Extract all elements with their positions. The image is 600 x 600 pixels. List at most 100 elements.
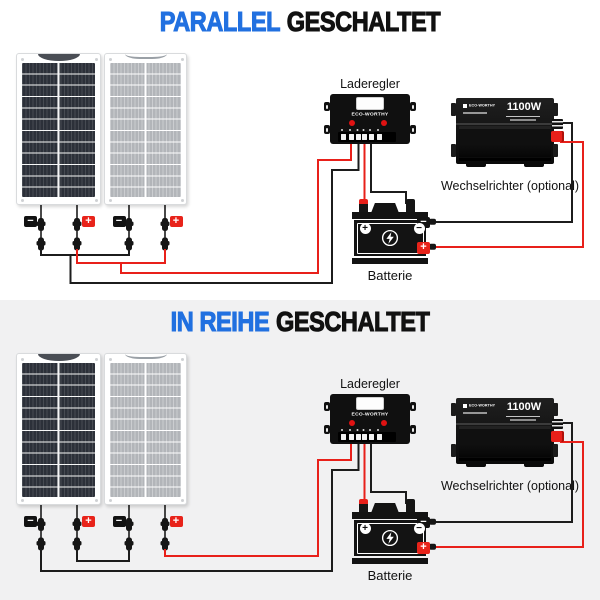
inverter-foot bbox=[524, 463, 544, 467]
mc4-cable-4 bbox=[160, 204, 170, 251]
battery-label: Batterie bbox=[367, 268, 413, 283]
wire-plus-to-controller bbox=[120, 143, 352, 274]
lightning-bolt-icon bbox=[381, 529, 399, 547]
battery: + − bbox=[352, 199, 428, 264]
inverter-power: 1100W bbox=[506, 101, 542, 113]
lightning-bolt-icon bbox=[381, 229, 399, 247]
panel1-plus-badge: + bbox=[82, 515, 95, 527]
battery-out-plus-badge: + bbox=[417, 242, 430, 254]
terminal-screws bbox=[341, 428, 343, 431]
mount-flange bbox=[553, 144, 558, 157]
wire-minus-bus bbox=[40, 249, 130, 256]
mc4-cable-1 bbox=[36, 504, 46, 551]
panel-corner-screws bbox=[21, 58, 24, 61]
mount-ear bbox=[324, 102, 330, 111]
battery-body: + − bbox=[354, 520, 426, 556]
fine-print bbox=[463, 112, 487, 114]
inverter-ridge bbox=[456, 123, 554, 125]
battery-post-minus bbox=[406, 199, 415, 215]
controller-display bbox=[356, 97, 384, 110]
mc4-cable-1 bbox=[36, 204, 46, 251]
inverter-ridge bbox=[456, 423, 554, 425]
wire-battery-inverter-minus bbox=[436, 422, 573, 523]
battery-out-minus-badge: − bbox=[417, 516, 430, 528]
wiring-svg-series bbox=[36, 422, 584, 572]
wire-minus-to-controller bbox=[40, 443, 360, 572]
battery-out-plus-connector bbox=[429, 543, 436, 550]
controller-label: Laderegler bbox=[340, 377, 400, 391]
inverter-plus-terminal bbox=[551, 131, 564, 142]
terminal bbox=[362, 133, 367, 140]
controller-led bbox=[381, 420, 387, 426]
battery-minus-symbol: − bbox=[413, 222, 425, 234]
solar-panel-dark bbox=[16, 53, 101, 205]
title-rest: GESCHALTET bbox=[286, 5, 441, 37]
mount-ear bbox=[410, 402, 416, 411]
battery-body: + − bbox=[354, 220, 426, 256]
terminal bbox=[368, 133, 374, 140]
inverter-brand: ECO-WORTHY bbox=[469, 404, 496, 408]
battery-handle bbox=[371, 503, 399, 513]
mount-ear bbox=[324, 402, 330, 411]
battery-handle bbox=[371, 203, 399, 213]
inverter: ECO-WORTHY 1100W bbox=[451, 98, 564, 167]
mc4-cable-2 bbox=[72, 504, 82, 551]
battery-top-bar bbox=[352, 512, 428, 519]
title-rest: GESCHALTET bbox=[275, 305, 430, 337]
inverter: ECO-WORTHY 1100W bbox=[451, 398, 564, 467]
controller-display bbox=[356, 397, 384, 410]
terminal bbox=[340, 433, 346, 440]
wire-plus-to-controller bbox=[164, 443, 352, 557]
fine-print bbox=[510, 419, 536, 421]
battery-out-plus-badge: + bbox=[417, 542, 430, 554]
terminal bbox=[362, 433, 367, 440]
inverter-base bbox=[459, 458, 551, 461]
inverter-foot bbox=[466, 163, 486, 167]
panel-handle bbox=[124, 354, 167, 359]
inverter-label: Wechselrichter (optional) bbox=[440, 479, 580, 493]
mount-flange bbox=[553, 103, 558, 116]
battery-top-bar bbox=[352, 212, 428, 219]
mount-ear bbox=[324, 125, 330, 134]
panel2-minus-badge: − bbox=[112, 515, 126, 527]
panel-cells bbox=[110, 63, 181, 197]
battery-plus-symbol: + bbox=[359, 222, 371, 234]
mount-flange bbox=[451, 144, 456, 157]
inverter-logo: ECO-WORTHY bbox=[463, 103, 513, 109]
solar-panel-light bbox=[104, 353, 187, 505]
terminal-strip bbox=[338, 432, 396, 442]
mount-flange bbox=[451, 403, 456, 416]
inverter-minus-terminal bbox=[552, 119, 563, 129]
wire-battery-inverter-plus bbox=[436, 141, 584, 248]
inverter-power: 1100W bbox=[506, 401, 542, 413]
inverter-minus-terminal bbox=[552, 419, 563, 429]
fine-print bbox=[506, 415, 540, 418]
panel1-minus-badge: − bbox=[24, 515, 37, 527]
inverter-base bbox=[459, 158, 551, 161]
solar-panel-dark bbox=[16, 353, 101, 505]
inverter-label: Wechselrichter (optional) bbox=[440, 179, 580, 193]
panel-handle bbox=[37, 54, 80, 61]
terminal-screws bbox=[341, 128, 343, 131]
panel-corner-screws bbox=[109, 58, 112, 61]
panel-cells bbox=[110, 363, 181, 497]
fine-print bbox=[510, 119, 536, 121]
inverter-foot bbox=[466, 463, 486, 467]
logo-icon bbox=[463, 404, 467, 408]
charge-controller: ECO-WORTHY bbox=[324, 94, 416, 144]
charge-controller: ECO-WORTHY bbox=[324, 394, 416, 444]
wire-controller-battery-minus bbox=[370, 143, 407, 204]
battery-plus-symbol: + bbox=[359, 522, 371, 534]
wire-minus-to-controller bbox=[69, 143, 360, 284]
controller-label: Laderegler bbox=[340, 77, 400, 91]
battery: + − bbox=[352, 499, 428, 564]
battery-bottom-bar bbox=[352, 257, 428, 264]
battery-bottom-bar bbox=[352, 557, 428, 564]
terminal-strip bbox=[338, 132, 396, 142]
